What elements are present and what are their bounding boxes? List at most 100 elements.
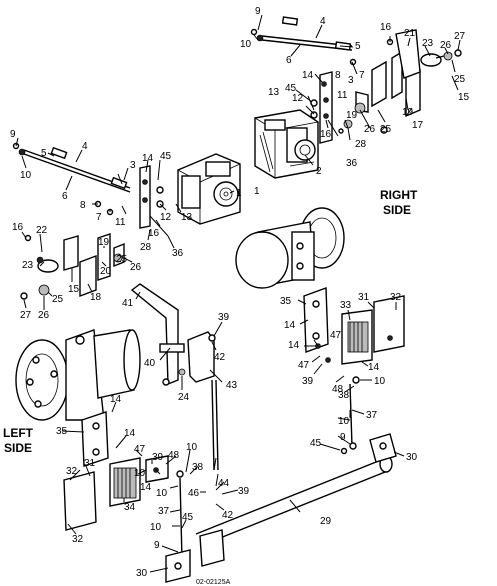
callout-41: 41 [122, 298, 134, 309]
callout-32: 32 [390, 292, 402, 303]
callout-28: 28 [355, 139, 367, 150]
callout-40: 40 [144, 358, 156, 369]
callout-33: 33 [340, 300, 352, 311]
callout-36: 36 [172, 248, 184, 259]
callout-39: 39 [238, 486, 250, 497]
callout-14: 14 [284, 320, 296, 331]
callout-leader-lines [15, 14, 461, 573]
callout-10: 10 [240, 39, 252, 50]
callout-48: 48 [168, 450, 180, 461]
callout-39: 39 [218, 312, 230, 323]
callout-35: 35 [56, 426, 68, 437]
left-pump-bracket [139, 165, 169, 237]
callout-12: 12 [292, 93, 304, 104]
callout-31: 31 [358, 292, 370, 303]
callout-26: 26 [440, 40, 452, 51]
callout-46: 46 [188, 488, 200, 499]
left-side-label-line2: SIDE [4, 441, 32, 455]
callout-25: 25 [454, 74, 466, 85]
callout-11: 11 [115, 217, 126, 228]
callout-14: 14 [124, 428, 136, 439]
callout-9: 9 [154, 540, 160, 551]
callout-14: 14 [368, 362, 380, 373]
callout-26: 26 [38, 310, 50, 321]
callout-19: 19 [346, 110, 358, 121]
callout-45: 45 [285, 83, 297, 94]
callout-11: 11 [337, 90, 348, 101]
callout-25: 25 [116, 254, 128, 265]
callout-47: 47 [298, 360, 310, 371]
callout-42: 42 [214, 352, 226, 363]
callout-44: 44 [218, 478, 230, 489]
callout-10: 10 [20, 170, 32, 181]
callout-5: 5 [41, 148, 47, 159]
callout-35: 35 [280, 296, 292, 307]
callout-9: 9 [10, 129, 16, 140]
callout-37: 37 [366, 410, 378, 421]
left-pump-1 [177, 153, 241, 225]
callout-27: 27 [454, 31, 466, 42]
callout-45: 45 [182, 512, 194, 523]
callout-7: 7 [96, 212, 102, 223]
callout-14: 14 [140, 482, 152, 493]
right-pump-2 [254, 109, 319, 179]
callout-45: 45 [310, 438, 322, 449]
callout-15: 15 [68, 284, 80, 295]
left-brake-assembly [63, 411, 184, 561]
callout-13: 13 [268, 87, 280, 98]
callout-26: 26 [364, 124, 376, 135]
callout-10: 10 [134, 468, 146, 479]
callout-8: 8 [335, 70, 341, 81]
callout-45: 45 [160, 151, 172, 162]
callout-30: 30 [136, 568, 148, 579]
callout-4: 4 [82, 141, 88, 152]
callout-24: 24 [178, 392, 190, 403]
callout-7: 7 [359, 70, 365, 81]
left-control-rod-assembly [12, 142, 131, 216]
right-wheel-motor [235, 207, 345, 289]
callout-16: 16 [12, 222, 24, 233]
callout-10: 10 [374, 376, 386, 387]
center-control-levers [130, 283, 219, 471]
callout-34: 34 [124, 502, 136, 513]
callout-39: 39 [152, 452, 164, 463]
callout-32: 32 [66, 466, 78, 477]
right-pump-bracket [310, 71, 339, 144]
left-wheel-motor [15, 329, 141, 421]
callout-38: 38 [338, 390, 350, 401]
callout-38: 38 [192, 462, 204, 473]
callout-8: 8 [80, 200, 86, 211]
right-side-label-line1: RIGHT [380, 188, 418, 202]
callout-9: 9 [255, 6, 261, 17]
callout-10: 10 [156, 488, 168, 499]
callout-31: 31 [84, 458, 96, 469]
callout-14: 14 [302, 70, 314, 81]
callout-12: 12 [160, 212, 172, 223]
callout-1: 1 [236, 188, 242, 199]
callout-6: 6 [62, 191, 68, 202]
callout-16: 16 [320, 129, 332, 140]
callout-36: 36 [346, 158, 358, 169]
callout-2: 2 [316, 166, 322, 177]
callout-9: 9 [340, 432, 346, 443]
callout-19: 19 [402, 107, 414, 118]
callout-19: 19 [98, 237, 110, 248]
callout-14: 14 [288, 340, 300, 351]
callout-3: 3 [348, 75, 354, 86]
callout-30: 30 [406, 452, 418, 463]
callout-3: 3 [130, 160, 136, 171]
right-return-spring-assembly [338, 29, 462, 134]
callout-10: 10 [150, 522, 162, 533]
callout-6: 6 [286, 55, 292, 66]
callout-5: 5 [355, 41, 361, 52]
callout-43: 43 [226, 380, 238, 391]
callout-47: 47 [330, 330, 342, 341]
callout-14: 14 [110, 394, 122, 405]
callout-10: 10 [186, 442, 198, 453]
callout-13: 13 [181, 212, 193, 223]
callout-10: 10 [338, 416, 350, 427]
brake-cross-shaft [165, 433, 397, 583]
callout-18: 18 [90, 292, 102, 303]
callout-32: 32 [72, 534, 84, 545]
